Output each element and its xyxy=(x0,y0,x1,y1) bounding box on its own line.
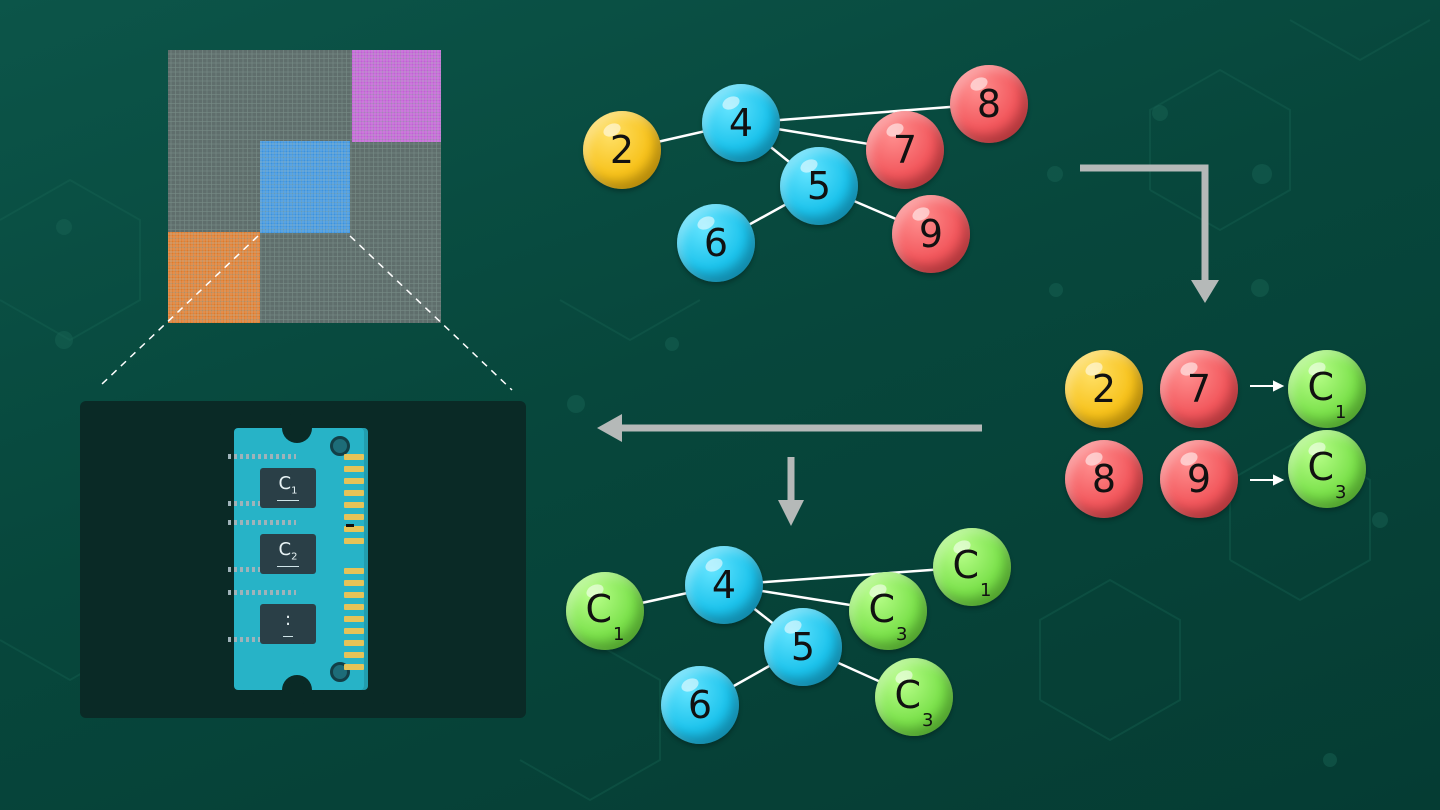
node-5-bottom: 5 xyxy=(764,608,842,686)
memory-chip-c1: C1 xyxy=(260,468,316,508)
zoom-lines xyxy=(101,235,513,391)
map-input-7: 7 xyxy=(1160,350,1238,428)
arrow-down-right xyxy=(1080,164,1209,282)
memory-chip-c2: C2 xyxy=(260,534,316,574)
node-7: 7 xyxy=(866,111,944,189)
module-notch-bottom xyxy=(282,675,312,705)
map-input-9: 9 xyxy=(1160,440,1238,518)
map-input-2: 2 xyxy=(1065,350,1143,428)
map-output-c3: C3 xyxy=(1288,430,1366,508)
node-4-bottom: 4 xyxy=(685,546,763,624)
memory-chip-more: : xyxy=(260,604,316,644)
map-input-8: 8 xyxy=(1065,440,1143,518)
node-2: 2 xyxy=(583,111,661,189)
node-6: 6 xyxy=(677,204,755,282)
node-c3-mid: C3 xyxy=(849,572,927,650)
mount-hole xyxy=(330,436,350,456)
edge-4-c1 xyxy=(723,565,973,587)
edge-4-8 xyxy=(740,102,990,125)
module-notch-top xyxy=(282,413,312,443)
node-c1-left: C1 xyxy=(566,572,644,650)
node-c1-right: C1 xyxy=(933,528,1011,606)
map-output-c1: C1 xyxy=(1288,350,1366,428)
node-5: 5 xyxy=(780,147,858,225)
node-9: 9 xyxy=(892,195,970,273)
node-4: 4 xyxy=(702,84,780,162)
node-8: 8 xyxy=(950,65,1028,143)
node-6-bottom: 6 xyxy=(661,666,739,744)
memory-module: C1 C2 : xyxy=(228,413,368,705)
node-c3-bottom: C3 xyxy=(875,658,953,736)
